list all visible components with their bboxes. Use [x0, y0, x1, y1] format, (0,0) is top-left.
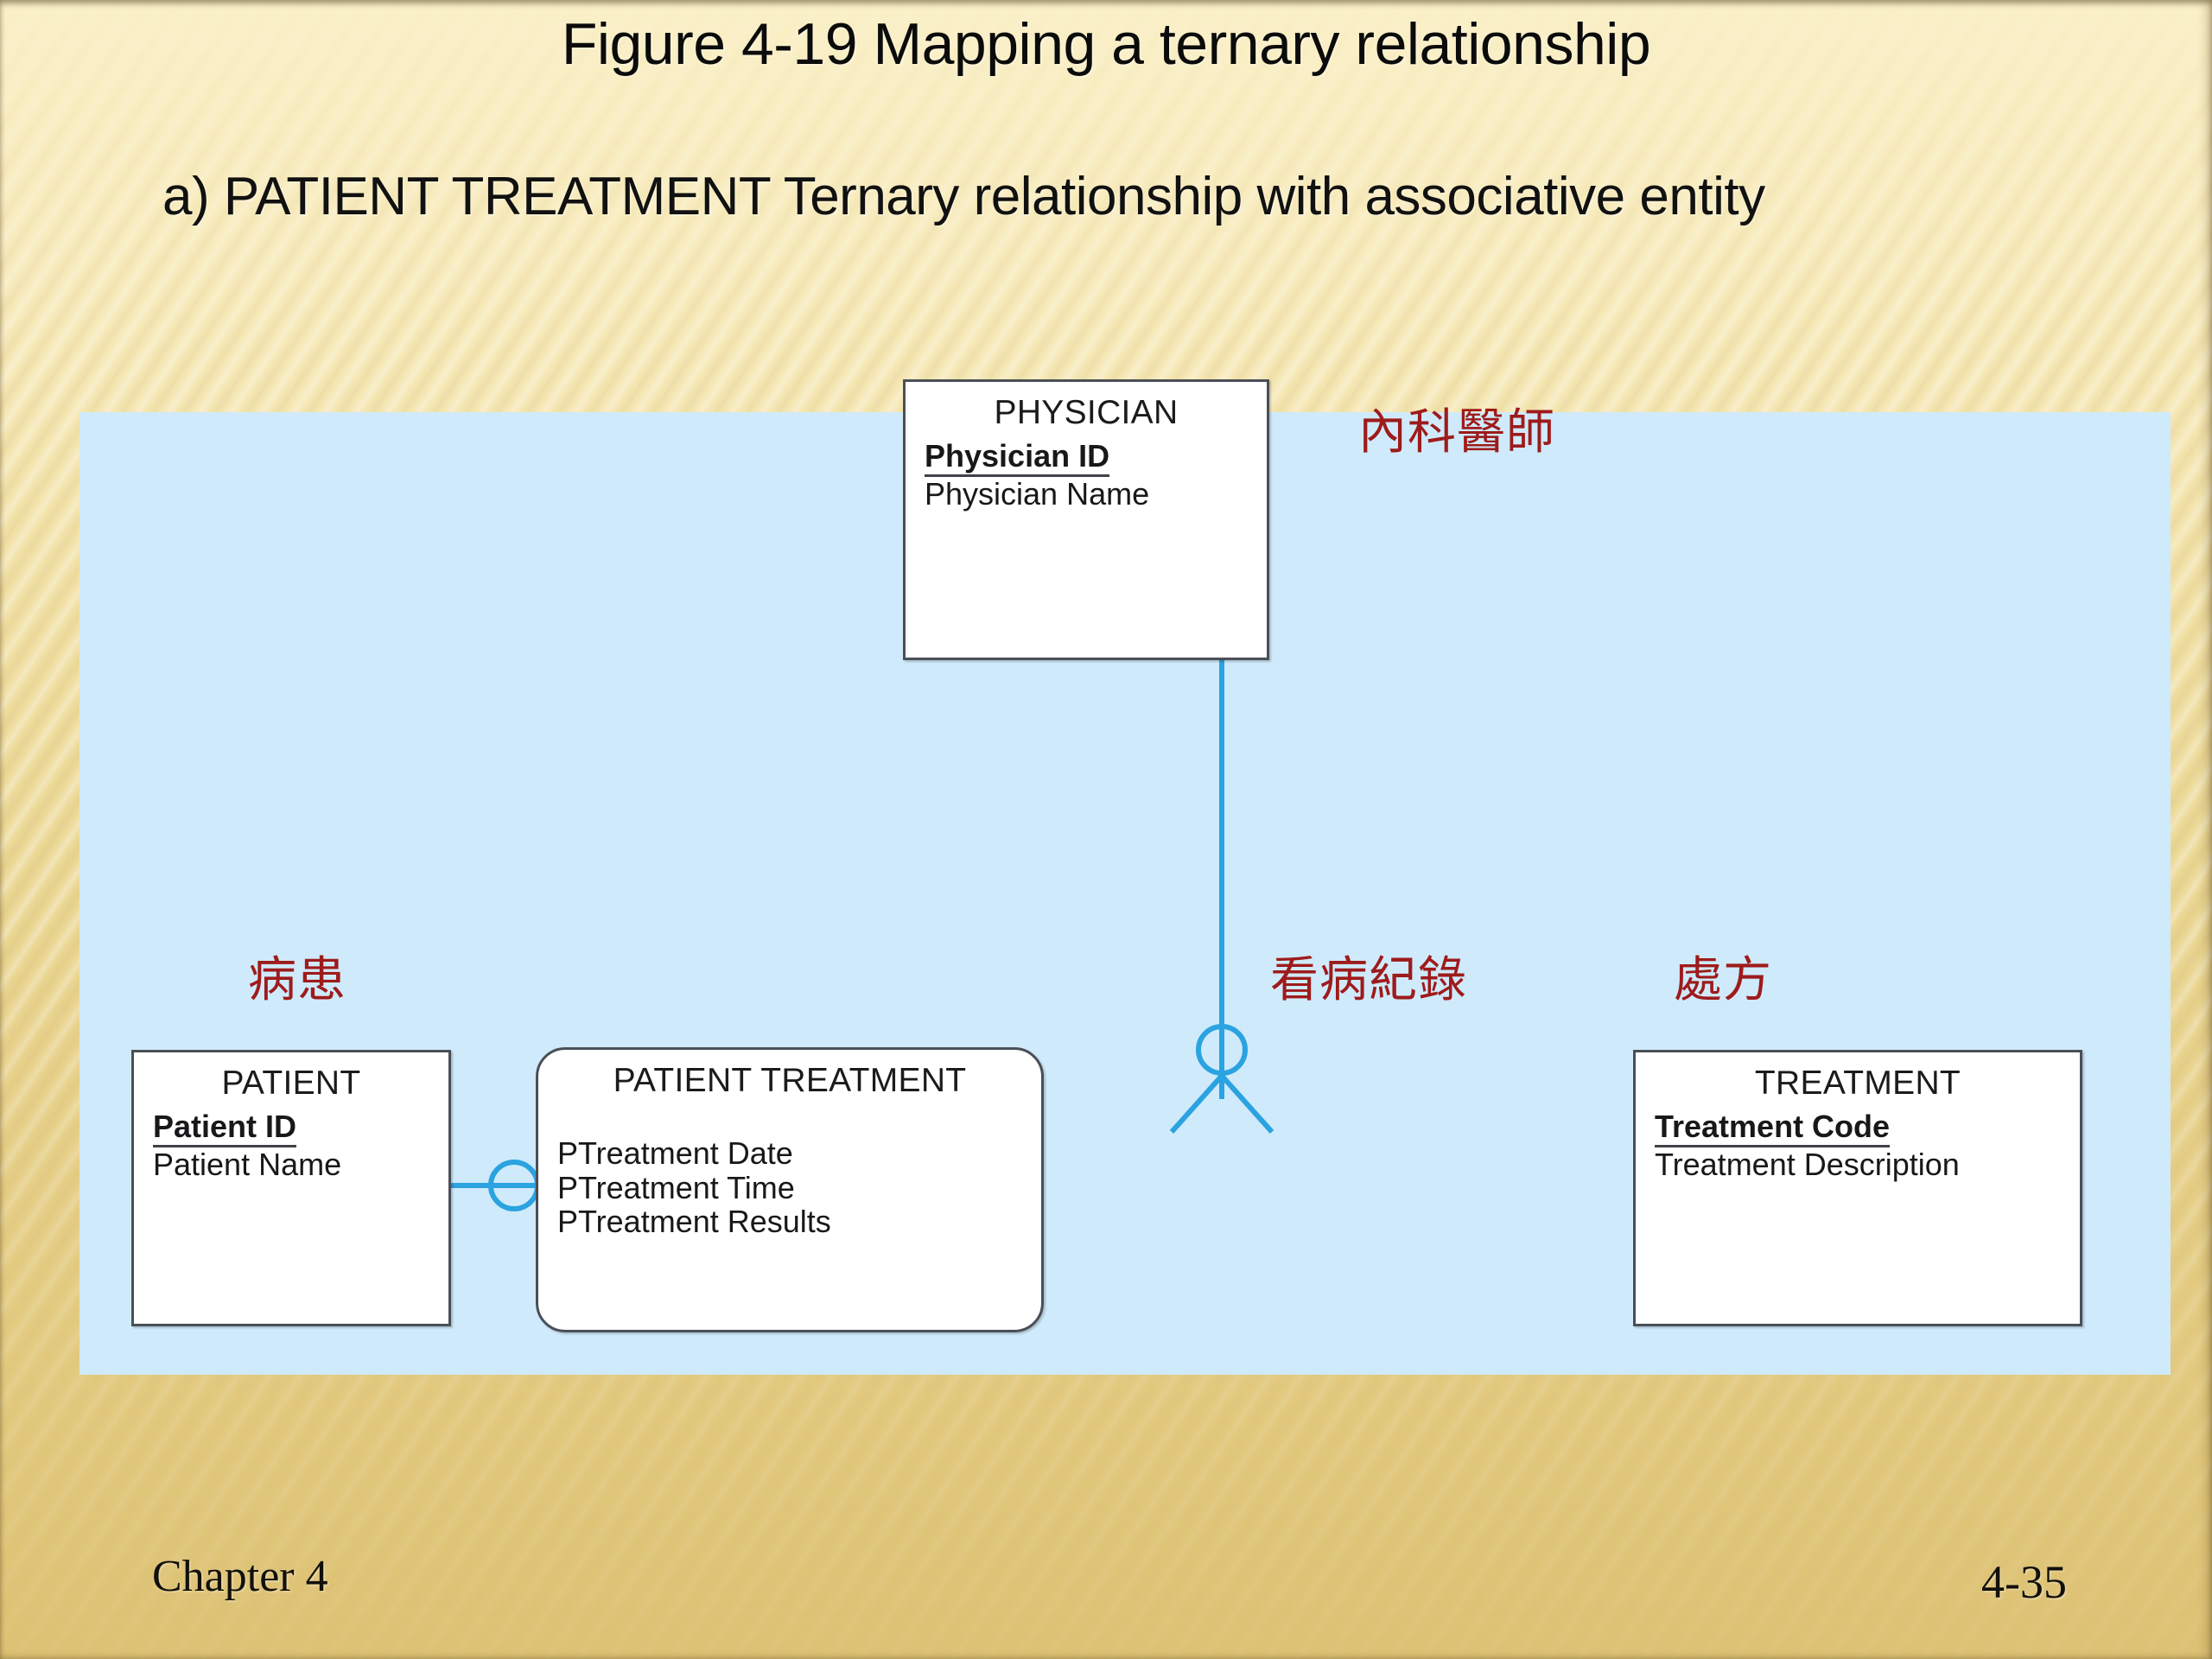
- attribute-key: Patient ID: [153, 1109, 297, 1147]
- annotation-treatment: 處方: [1674, 952, 1772, 1008]
- entity-treatment-attributes: Treatment Code Treatment Description: [1636, 1109, 2080, 1181]
- attribute: Patient Name: [153, 1146, 342, 1182]
- entity-patient-treatment[interactable]: PATIENT TREATMENT PTreatment Date PTreat…: [536, 1047, 1044, 1332]
- annotation-patient-treatment: 看病紀錄: [1270, 952, 1467, 1008]
- slide-title: Figure 4-19 Mapping a ternary relationsh…: [561, 11, 1651, 77]
- entity-patient-title: PATIENT: [221, 1065, 361, 1102]
- slide-subtitle: a) PATIENT TREATMENT Ternary relationshi…: [162, 167, 1765, 226]
- cardinality-crows-foot: [1169, 1074, 1274, 1134]
- attribute: Treatment Description: [1655, 1146, 1960, 1182]
- entity-patient-attributes: Patient ID Patient Name: [134, 1109, 448, 1181]
- entity-patient-treatment-attributes: PTreatment Date PTreatment Time PTreatme…: [538, 1136, 1041, 1239]
- entity-treatment-title: TREATMENT: [1754, 1065, 1961, 1102]
- entity-physician-attributes: Physician ID Physician Name: [906, 439, 1267, 511]
- entity-treatment[interactable]: TREATMENT Treatment Code Treatment Descr…: [1633, 1050, 2082, 1326]
- er-diagram-panel: PHYSICIAN Physician ID Physician Name PA…: [79, 379, 2171, 1375]
- attribute: PTreatment Time: [557, 1169, 795, 1205]
- footer-chapter-label: Chapter 4: [152, 1552, 328, 1601]
- cardinality-circle-zero: [1196, 1024, 1248, 1076]
- footer-page-number: 4-35: [1981, 1556, 2067, 1608]
- annotation-patient: 病患: [248, 952, 346, 1008]
- attribute: PTreatment Results: [557, 1204, 831, 1240]
- entity-physician[interactable]: PHYSICIAN Physician ID Physician Name: [903, 379, 1269, 660]
- entity-patient-treatment-title: PATIENT TREATMENT: [613, 1062, 967, 1099]
- entity-patient[interactable]: PATIENT Patient ID Patient Name: [131, 1050, 451, 1326]
- annotation-physician: 內科醫師: [1358, 404, 1555, 461]
- attribute: Physician Name: [925, 475, 1150, 512]
- attribute: PTreatment Date: [557, 1135, 793, 1171]
- entity-physician-title: PHYSICIAN: [994, 394, 1179, 431]
- attribute-key: Physician ID: [925, 439, 1110, 477]
- attribute-key: Treatment Code: [1655, 1109, 1891, 1147]
